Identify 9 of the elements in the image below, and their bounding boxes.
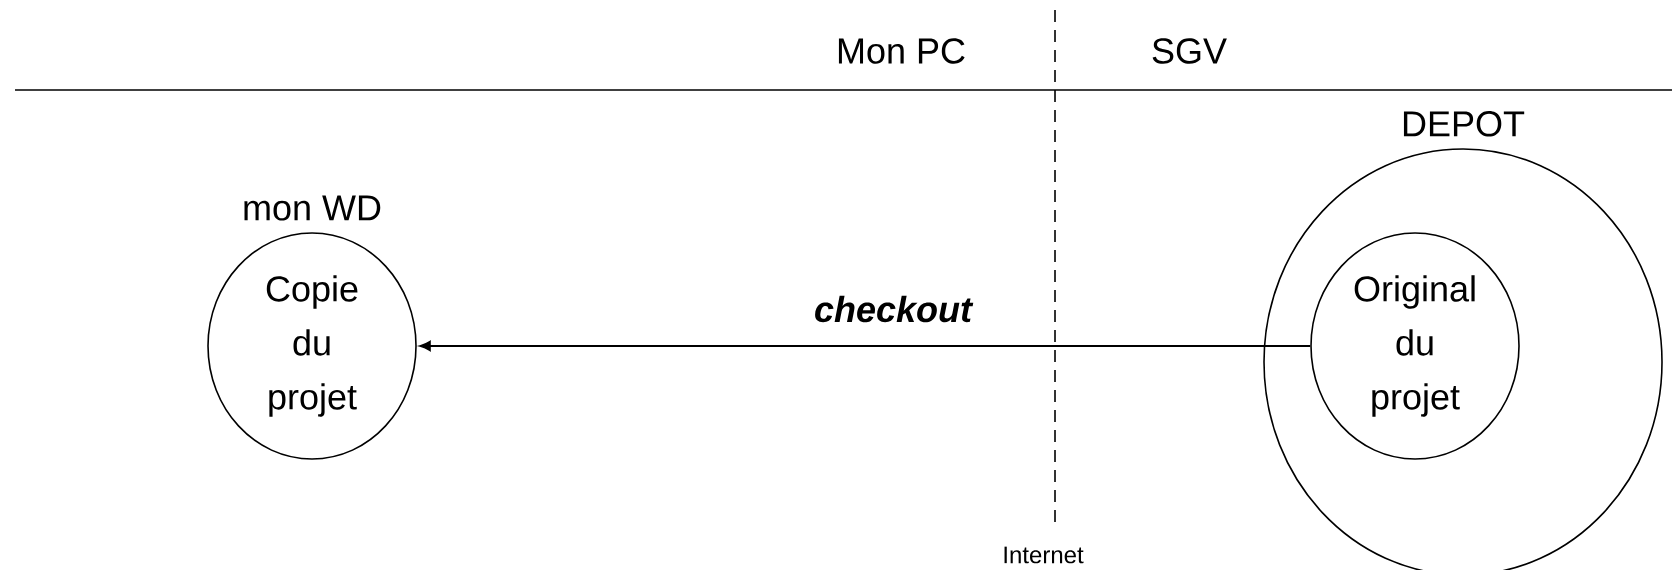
region-label: Mon PC <box>838 38 965 64</box>
circle-node: Copie du projet <box>207 232 417 460</box>
edge-label: checkout <box>815 295 974 323</box>
heading-text: DEPOT <box>1403 111 1525 137</box>
arrow <box>419 340 1312 352</box>
circle-node: Original du projet <box>1310 232 1520 460</box>
region-label: SGV <box>1152 38 1227 64</box>
region-label: Internet <box>1004 546 1084 564</box>
heading-text: mon WD <box>244 195 381 221</box>
